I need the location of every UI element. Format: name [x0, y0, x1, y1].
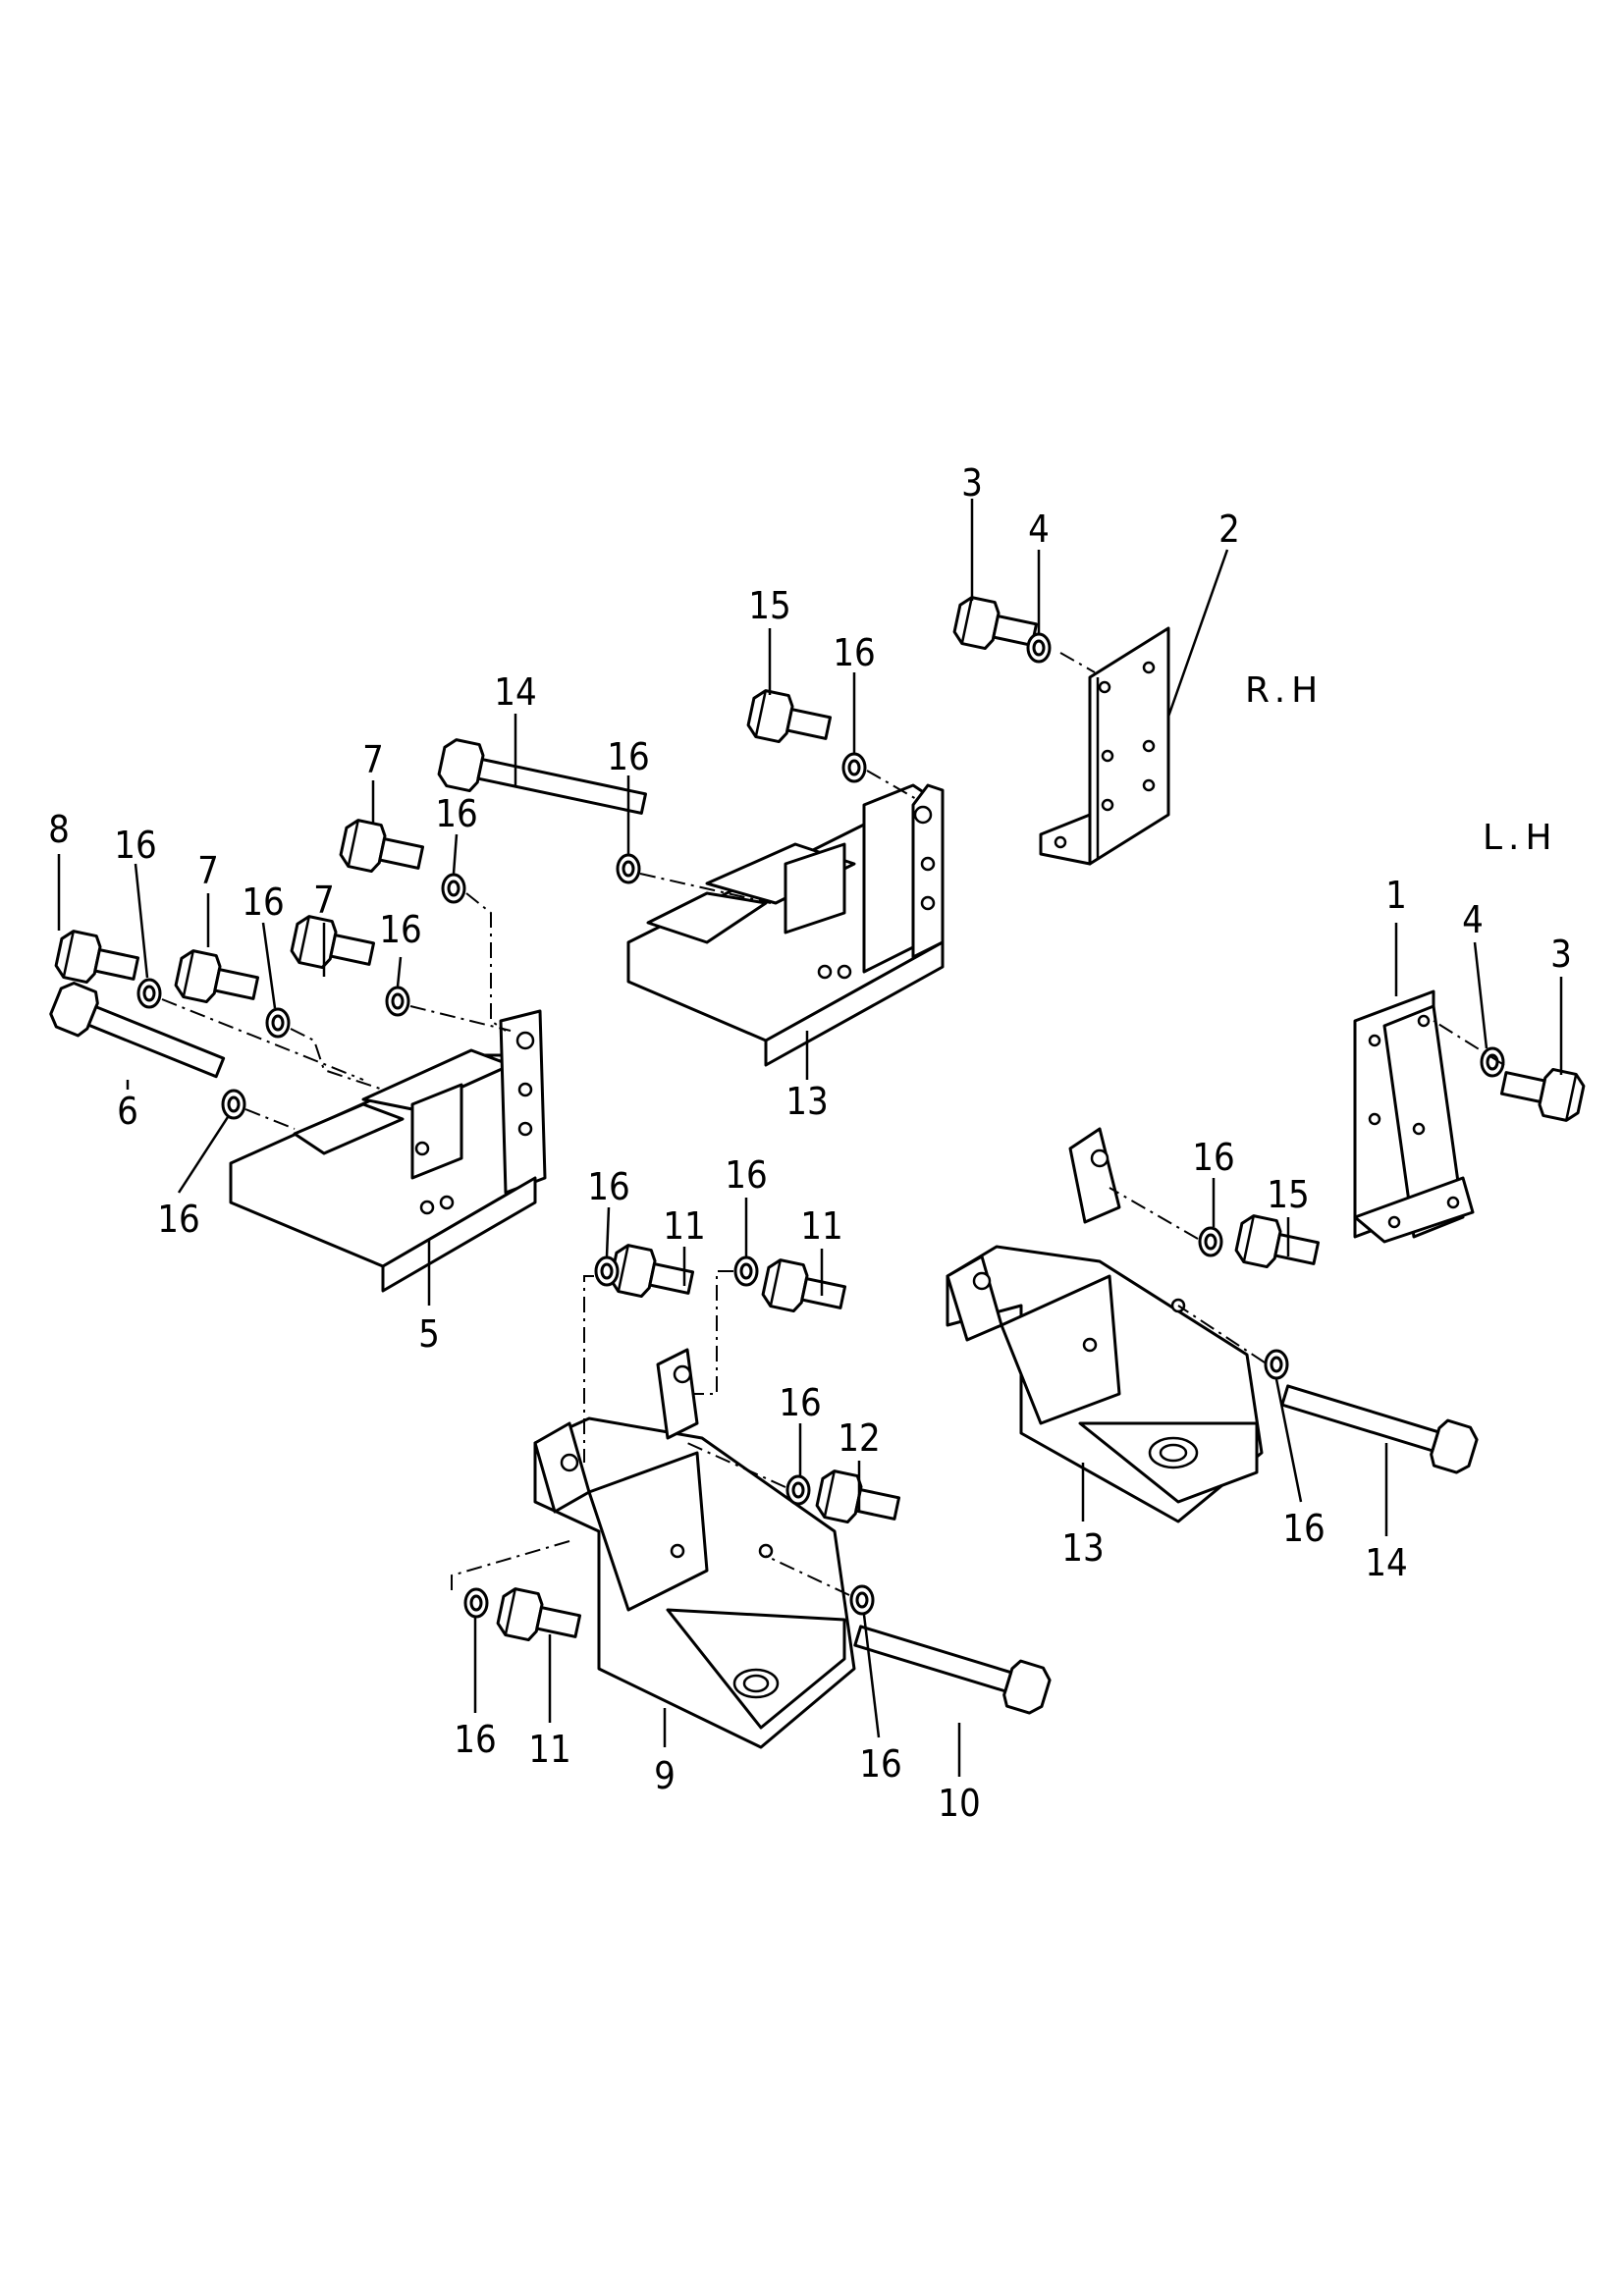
callout-9: 9	[654, 1754, 676, 1797]
callout-16-i: 16	[1192, 1136, 1235, 1179]
callout-11-c: 11	[528, 1728, 571, 1771]
callout-16-l: 16	[859, 1742, 902, 1786]
callout-16-b: 16	[114, 824, 157, 867]
callout-4-rh: 4	[1028, 507, 1050, 551]
engine-mount-13-upper	[626, 783, 945, 1067]
leader-lines	[57, 499, 1563, 1777]
side-label-lh: L.H	[1483, 818, 1558, 858]
callout-15-upper: 15	[748, 584, 791, 627]
callout-16-upper-b: 16	[607, 735, 650, 778]
bracket-rh-2	[1039, 626, 1170, 866]
engine-mount-13-lower	[946, 1127, 1264, 1523]
callout-16-a: 16	[435, 792, 478, 835]
callout-2: 2	[1218, 507, 1240, 551]
center-lines	[161, 652, 1505, 1596]
side-label-rh: R.H	[1245, 670, 1324, 711]
callout-7-c: 7	[313, 879, 335, 922]
callout-10: 10	[938, 1782, 981, 1825]
callout-7-b: 7	[197, 849, 219, 892]
callout-14-upper: 14	[494, 670, 537, 714]
callout-5: 5	[418, 1312, 440, 1356]
callout-12: 12	[838, 1416, 881, 1460]
engine-mount-5	[229, 1009, 547, 1293]
callout-16-h: 16	[779, 1381, 822, 1424]
callout-16-e: 16	[157, 1198, 200, 1241]
callout-4-lh: 4	[1462, 898, 1484, 941]
callout-16-g: 16	[725, 1153, 768, 1197]
callout-16-d: 16	[379, 908, 422, 951]
callout-15-lower: 15	[1267, 1173, 1310, 1216]
callout-16-k: 16	[454, 1718, 497, 1761]
bracket-lh-1	[1353, 989, 1475, 1244]
long-bolts	[49, 738, 1479, 1715]
callout-3-lh: 3	[1550, 933, 1572, 976]
callout-3-rh: 3	[961, 461, 983, 505]
callout-labels: 3 4 2 1 4 3 15 16 14 16 7 16 8 16 7 16 7…	[48, 461, 1572, 1825]
callout-16-upper-a: 16	[833, 631, 876, 674]
callout-16-f: 16	[587, 1165, 630, 1208]
callout-16-j: 16	[1282, 1507, 1325, 1550]
callout-13-lower: 13	[1061, 1526, 1105, 1570]
callout-11-b: 11	[800, 1204, 843, 1248]
callout-8: 8	[48, 808, 70, 851]
callout-16-c: 16	[242, 881, 285, 924]
callout-13-upper: 13	[785, 1080, 829, 1123]
callout-7-a: 7	[362, 738, 384, 781]
callout-6: 6	[117, 1090, 138, 1133]
engine-mount-9	[533, 1348, 856, 1749]
callout-11-a: 11	[663, 1204, 706, 1248]
callout-1: 1	[1385, 874, 1407, 917]
callout-14-lower: 14	[1365, 1541, 1408, 1584]
